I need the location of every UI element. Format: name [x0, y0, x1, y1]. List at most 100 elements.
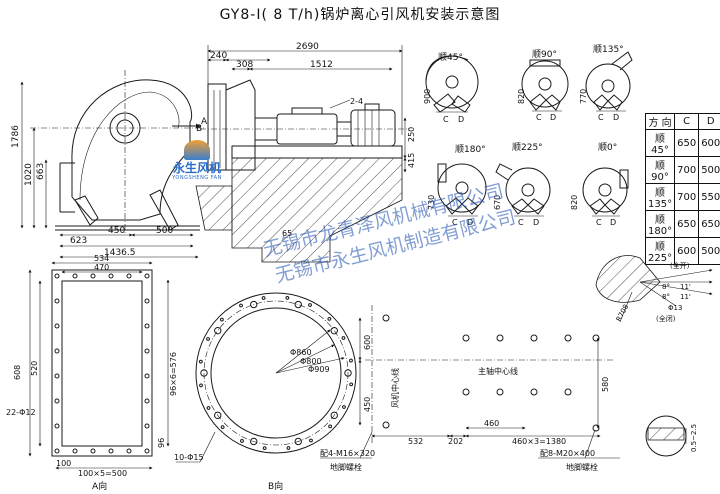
damper-full-open: (全开)	[670, 261, 690, 270]
flange-inner	[61, 280, 143, 447]
orientation-0-label: 顺0°	[598, 142, 617, 153]
dim-202: 202	[448, 437, 463, 446]
dim-96: 96	[157, 438, 166, 448]
bolt-hole	[126, 273, 132, 279]
direction-table-cell: 500	[698, 156, 720, 184]
orientation-135-d: D	[613, 113, 619, 122]
orientation-0-height: 820	[570, 195, 579, 210]
bolt-hole	[294, 300, 302, 309]
orientation-45: 顺45° 900 C D	[423, 52, 479, 124]
orientation-135-label: 顺135°	[593, 44, 624, 55]
bolt-hole	[54, 373, 60, 379]
orientation-135: 顺135° 770 C D	[579, 44, 633, 122]
caption-view-b: B向	[268, 480, 283, 492]
bolt-hole	[285, 295, 290, 300]
orientation-45-height: 900	[423, 89, 432, 104]
bolt-hole	[206, 406, 211, 410]
bolt-hole	[220, 425, 225, 430]
bolt-hole	[530, 388, 538, 396]
bolt-hole	[349, 382, 354, 387]
dim-450: 450	[108, 226, 125, 236]
dim-520: 520	[30, 361, 39, 376]
bearing-cap	[291, 107, 323, 115]
bolt-hole	[349, 358, 353, 363]
drawing-title: GY8-Ⅰ( 8 T/h)锅炉离心引风机安装示意图	[219, 7, 501, 23]
round-flange-inner	[210, 307, 342, 439]
bolt-hole	[199, 383, 203, 388]
orientation-diagrams: 顺45° 900 C D 顺90° 820 C D 顺135° 770	[423, 44, 633, 227]
flange-bolts	[54, 273, 150, 454]
bolt-hole	[144, 348, 150, 354]
dim-phi860: Φ860	[290, 348, 312, 357]
orientation-0: 顺0° 820 C D	[570, 142, 629, 227]
bolt-hole	[309, 438, 313, 443]
bolt-hole	[54, 448, 60, 454]
bolt-hole	[54, 323, 60, 329]
direction-table-cell: 700	[674, 156, 700, 184]
bolt-hole	[144, 373, 150, 379]
orientation-45-c: C	[443, 115, 449, 124]
bolt-hole	[54, 423, 60, 429]
caption-view-a: A向	[92, 480, 107, 492]
damper-detail: (全开) 8° 11' 8° 11' Φ13 R708 (全闭) 0.5~2.5	[595, 255, 713, 457]
dim-96x6: 96×6=576	[169, 352, 178, 396]
dim-1786: 1786	[11, 125, 21, 148]
direction-table-header-cell: D	[698, 113, 720, 130]
bolt-hole	[214, 411, 222, 420]
bolt-hole	[462, 388, 470, 396]
bolt-hole	[108, 273, 114, 279]
logo-mark-icon	[184, 140, 210, 160]
dim-450-foundation: 450	[363, 397, 372, 412]
bolt-hole	[126, 448, 132, 454]
dim-2690: 2690	[296, 42, 319, 52]
orientation-90-c: C	[536, 113, 542, 122]
bolt-hole	[342, 405, 346, 409]
damper-bore: Φ13	[668, 304, 682, 312]
damper-full-closed: (全闭)	[656, 314, 676, 323]
bolt-hole	[144, 423, 150, 429]
bolt-hole	[200, 369, 208, 377]
bolt-hole	[344, 369, 352, 377]
bolt-hole	[564, 334, 572, 342]
damper-vane	[595, 255, 661, 303]
bolt-hole	[54, 398, 60, 404]
bolt-hole	[214, 326, 222, 335]
bolt-hole	[262, 446, 267, 451]
bolt-hole	[496, 334, 504, 342]
bolt-hole	[530, 334, 538, 342]
damper-radius: R708	[615, 303, 631, 323]
bolt-hole	[382, 314, 390, 322]
label-2-4: 2-4	[350, 97, 363, 106]
bolt-hole	[250, 300, 258, 309]
orientation-90: 顺90° 820 C D	[517, 49, 569, 122]
round-flange-outer	[195, 292, 357, 454]
bolt-hole	[72, 273, 78, 279]
bolt-hole	[286, 446, 291, 450]
dim-1436: 1436.5	[104, 248, 136, 258]
fan-outlet-right	[149, 189, 179, 231]
logo-subtitle: YONGSHENG FAN	[172, 175, 222, 181]
orientation-90-height: 820	[517, 89, 526, 104]
direction-table-header-cell: 方 向	[644, 113, 676, 130]
direction-table-cell: 700	[674, 183, 700, 211]
bolt-hole	[54, 348, 60, 354]
view-a-flange: 534 470 608 520 96×6=576 22-Φ12 96 100 1…	[6, 254, 178, 492]
orientation-135-c: C	[598, 113, 604, 122]
direction-table-cell: 顺225°	[644, 237, 676, 265]
dim-10-phi15: 10-Φ15	[174, 453, 204, 462]
damper-angle-1-min: 11'	[680, 283, 691, 291]
bolt-hole	[294, 437, 302, 446]
orientation-90-d: D	[550, 113, 556, 122]
dim-415: 415	[407, 153, 416, 168]
orientation-225-c: C	[518, 218, 524, 227]
label-b: B	[196, 124, 202, 134]
dim-460: 460	[484, 419, 499, 428]
bolt-note-2-sub: 地脚螺栓	[566, 462, 598, 472]
dim-240: 240	[210, 51, 227, 61]
round-flange-bolts	[198, 295, 354, 451]
fan-centerline-label: 风机中心线	[390, 368, 400, 408]
